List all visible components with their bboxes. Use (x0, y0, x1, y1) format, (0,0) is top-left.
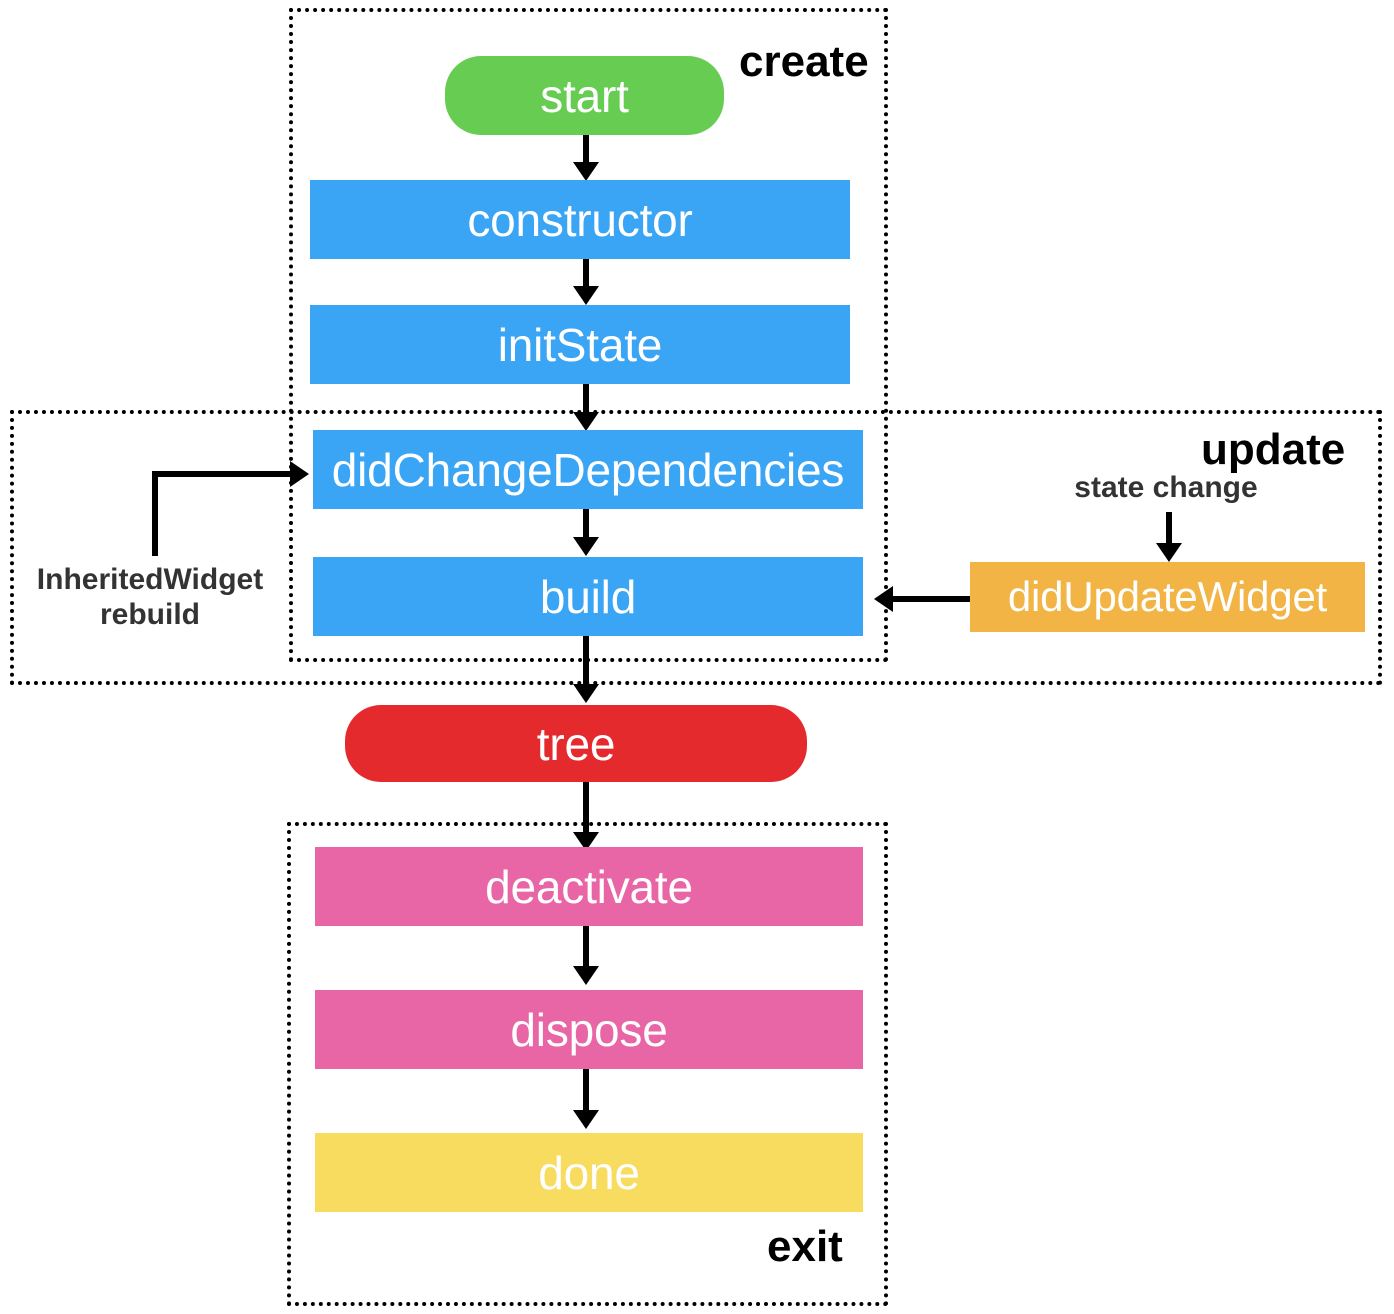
group-label-update: update (1201, 425, 1346, 474)
arrow-head-inheritedwidget-to-didchangedependencies (290, 461, 309, 487)
arrow-build-to-tree (583, 635, 589, 691)
node-initstate[interactable]: initState (310, 305, 850, 384)
node-label-didupdatewidget: didUpdateWidget (1007, 573, 1328, 620)
caption-inheritedwidget-line2: rebuild (99, 598, 200, 632)
arrow-head-initstate-to-didchangedependencies (573, 412, 599, 431)
node-label-start: start (540, 69, 629, 122)
node-label-didchangedependencies: didChangeDependencies (331, 443, 845, 496)
group-box-update (10, 410, 1382, 685)
arrow-head-dispose-to-done (573, 1110, 599, 1129)
arrow-head-deactivate-to-dispose (573, 966, 599, 985)
node-label-deactivate: deactivate (485, 860, 693, 913)
arrow-initstate-to-didchangedependencies (583, 383, 589, 420)
arrow-head-didchangedependencies-to-build (573, 537, 599, 556)
node-label-tree: tree (536, 717, 616, 770)
node-dispose[interactable]: dispose (315, 990, 863, 1069)
node-label-constructor: constructor (467, 193, 693, 246)
node-didupdatewidget[interactable]: didUpdateWidget (970, 562, 1365, 632)
node-constructor[interactable]: constructor (310, 180, 850, 259)
arrow-head-tree-to-deactivate (573, 832, 599, 851)
caption-state-change-text: state change (1074, 471, 1258, 504)
arrow-tree-to-deactivate (583, 780, 589, 838)
arrow-head-build-to-tree (573, 684, 599, 703)
node-label-initstate: initState (497, 318, 663, 371)
arrow-inheritedwidget-horizontal (152, 471, 292, 477)
group-label-create: create (739, 37, 869, 86)
arrow-head-constructor-to-initstate (573, 286, 599, 305)
node-didchangedependencies[interactable]: didChangeDependencies (313, 430, 863, 509)
node-build[interactable]: build (313, 557, 863, 636)
caption-inheritedwidget-line1: InheritedWidget (36, 563, 264, 596)
arrow-didchangedependencies-to-build (583, 508, 589, 545)
arrow-head-didupdatewidget-to-build (874, 586, 893, 612)
node-label-build: build (539, 570, 637, 623)
arrow-inheritedwidget-vertical (152, 471, 158, 556)
group-label-exit: exit (767, 1222, 843, 1271)
arrow-dispose-to-done (583, 1068, 589, 1116)
node-label-done: done (538, 1146, 640, 1199)
node-label-dispose: dispose (510, 1003, 668, 1056)
node-done[interactable]: done (315, 1133, 863, 1212)
node-start[interactable]: start (445, 56, 724, 135)
arrow-statechange-to-didupdatewidget (1166, 512, 1172, 550)
arrow-constructor-to-initstate (583, 258, 589, 292)
caption-inheritedwidget-rebuild: InheritedWidget rebuild (20, 562, 280, 633)
arrow-head-statechange-to-didupdatewidget (1156, 543, 1182, 562)
arrow-didupdatewidget-to-build (893, 596, 971, 602)
arrow-start-to-constructor (583, 134, 589, 166)
arrow-deactivate-to-dispose (583, 925, 589, 973)
arrow-head-start-to-constructor (573, 162, 599, 181)
caption-state-change: state change (1026, 470, 1306, 505)
node-deactivate[interactable]: deactivate (315, 847, 863, 926)
node-tree[interactable]: tree (345, 705, 807, 782)
